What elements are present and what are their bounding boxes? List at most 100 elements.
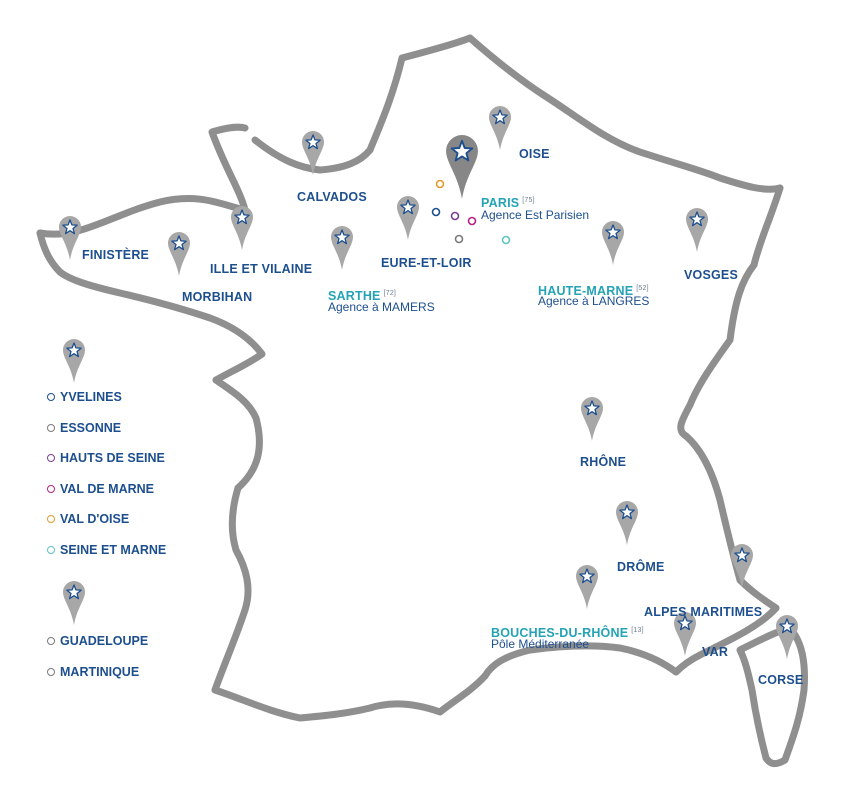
star-icon xyxy=(450,139,474,162)
location-name: HAUTE-MARNE xyxy=(538,284,634,299)
label-morbihan[interactable]: MORBIHAN xyxy=(182,290,252,305)
label-alpes-maritimes[interactable]: ALPES MARITIMES xyxy=(644,605,762,620)
idf-department-marker[interactable] xyxy=(467,216,477,226)
pin-finistere[interactable] xyxy=(59,216,81,260)
label-vosges[interactable]: VOSGES xyxy=(684,268,738,283)
france-outline xyxy=(36,34,808,768)
idf-department-marker[interactable] xyxy=(431,207,441,217)
idf-department-marker[interactable] xyxy=(435,179,445,189)
location-name: ALPES MARITIMES xyxy=(644,605,763,619)
legend-item[interactable]: GUADELOUPE xyxy=(47,633,148,649)
legend-item[interactable]: ESSONNE xyxy=(47,420,121,436)
star-icon xyxy=(66,342,82,358)
label-corse[interactable]: CORSE xyxy=(758,673,803,688)
pin-ille-et-vilaine[interactable] xyxy=(231,206,253,250)
label-eure-et-loir[interactable]: EURE-ET-LOIR xyxy=(381,256,472,271)
label-sarthe[interactable]: SARTHE[72] xyxy=(328,286,396,304)
pin-sarthe[interactable] xyxy=(331,226,353,270)
star-icon xyxy=(677,615,693,631)
star-icon xyxy=(584,400,600,416)
legend-label: ESSONNE xyxy=(60,420,122,435)
star-icon xyxy=(62,219,78,235)
star-icon xyxy=(734,547,750,563)
star-icon xyxy=(400,199,416,215)
pin-bouches-du-rhone[interactable] xyxy=(576,565,598,609)
ring-icon xyxy=(47,667,55,676)
star-icon xyxy=(234,209,250,225)
location-name: VOSGES xyxy=(684,268,738,282)
pin-eure-et-loir[interactable] xyxy=(397,196,419,240)
ring-icon xyxy=(47,484,55,493)
idf-department-marker[interactable] xyxy=(450,211,460,221)
pin-corse[interactable] xyxy=(776,615,798,659)
department-code: [75] xyxy=(522,197,535,204)
location-name: VAR xyxy=(702,645,729,659)
legend-label: HAUTS DE SEINE xyxy=(60,451,165,465)
agency-subtitle: Pôle Méditerranée xyxy=(491,637,590,651)
legend-item[interactable]: HAUTS DE SEINE xyxy=(47,450,165,466)
label-ille-et-vilaine[interactable]: ILLE ET VILAINE xyxy=(210,262,312,277)
label-calvados[interactable]: CALVADOS xyxy=(297,190,367,205)
legend-item[interactable]: SEINE ET MARNE xyxy=(47,542,166,558)
legend-idf-pin[interactable] xyxy=(63,339,85,383)
legend-label: MARTINIQUE xyxy=(60,664,140,679)
department-code: [52] xyxy=(636,285,649,292)
ring-icon xyxy=(47,637,55,645)
star-icon xyxy=(334,229,350,245)
legend-label: SEINE ET MARNE xyxy=(60,542,167,557)
pin-vosges[interactable] xyxy=(686,208,708,252)
label-var[interactable]: VAR xyxy=(702,645,728,660)
legend-item[interactable]: VAL D'OISE xyxy=(47,511,129,527)
pin-alpes-maritimes[interactable] xyxy=(731,544,753,588)
pin-rhone[interactable] xyxy=(581,397,603,441)
label-haute-marne[interactable]: HAUTE-MARNE[52] xyxy=(538,281,649,299)
label-paris[interactable]: PARIS[75] xyxy=(481,193,535,211)
pin-drome[interactable] xyxy=(616,501,638,545)
department-code: [13] xyxy=(631,627,644,634)
pin-paris[interactable] xyxy=(446,135,478,199)
legend-item[interactable]: MARTINIQUE xyxy=(47,664,139,680)
label-drome[interactable]: DRÔME xyxy=(617,560,665,575)
legend-label: VAL DE MARNE xyxy=(60,481,154,496)
label-finistere[interactable]: FINISTÈRE xyxy=(82,248,149,263)
location-name: ILLE ET VILAINE xyxy=(210,262,313,276)
agency-subtitle: Agence Est Parisien xyxy=(481,208,590,222)
ring-icon xyxy=(47,545,55,554)
star-icon xyxy=(689,211,705,227)
star-icon xyxy=(305,134,321,150)
legend-dom-pin[interactable] xyxy=(63,581,85,625)
agency-subtitle: Agence à LANGRES xyxy=(538,294,650,308)
legend-item[interactable]: YVELINES xyxy=(47,389,122,405)
label-rhone[interactable]: RHÔNE xyxy=(580,455,626,470)
star-icon xyxy=(779,618,795,634)
pin-haute-marne[interactable] xyxy=(602,221,624,265)
location-name: RHÔNE xyxy=(580,455,627,469)
legend-label: VAL D'OISE xyxy=(60,512,130,526)
location-name: PARIS xyxy=(481,196,520,211)
pin-morbihan[interactable] xyxy=(168,232,190,276)
location-name: CALVADOS xyxy=(297,190,367,204)
location-name: MORBIHAN xyxy=(182,290,253,304)
legend-label: GUADELOUPE xyxy=(60,634,149,648)
pin-calvados[interactable] xyxy=(302,131,324,175)
star-icon xyxy=(66,584,82,600)
pin-oise[interactable] xyxy=(489,106,511,150)
agency-subtitle: Agence à MAMERS xyxy=(328,300,435,314)
star-icon xyxy=(605,224,621,240)
label-oise[interactable]: OISE xyxy=(519,147,550,162)
pin-var[interactable] xyxy=(674,612,696,656)
label-bouches-du-rhone[interactable]: BOUCHES-DU-RHÔNE[13] xyxy=(491,623,644,641)
location-name: CORSE xyxy=(758,673,804,687)
location-name: OISE xyxy=(519,147,550,161)
location-name: SARTHE xyxy=(328,289,381,304)
location-name: FINISTÈRE xyxy=(82,248,150,262)
star-icon xyxy=(619,504,635,520)
location-name: DRÔME xyxy=(617,560,665,574)
ring-icon xyxy=(47,454,55,462)
idf-department-marker[interactable] xyxy=(454,234,464,244)
ring-icon xyxy=(47,515,55,523)
legend-item[interactable]: VAL DE MARNE xyxy=(47,481,154,497)
star-icon xyxy=(171,235,187,251)
idf-department-marker[interactable] xyxy=(501,235,511,245)
